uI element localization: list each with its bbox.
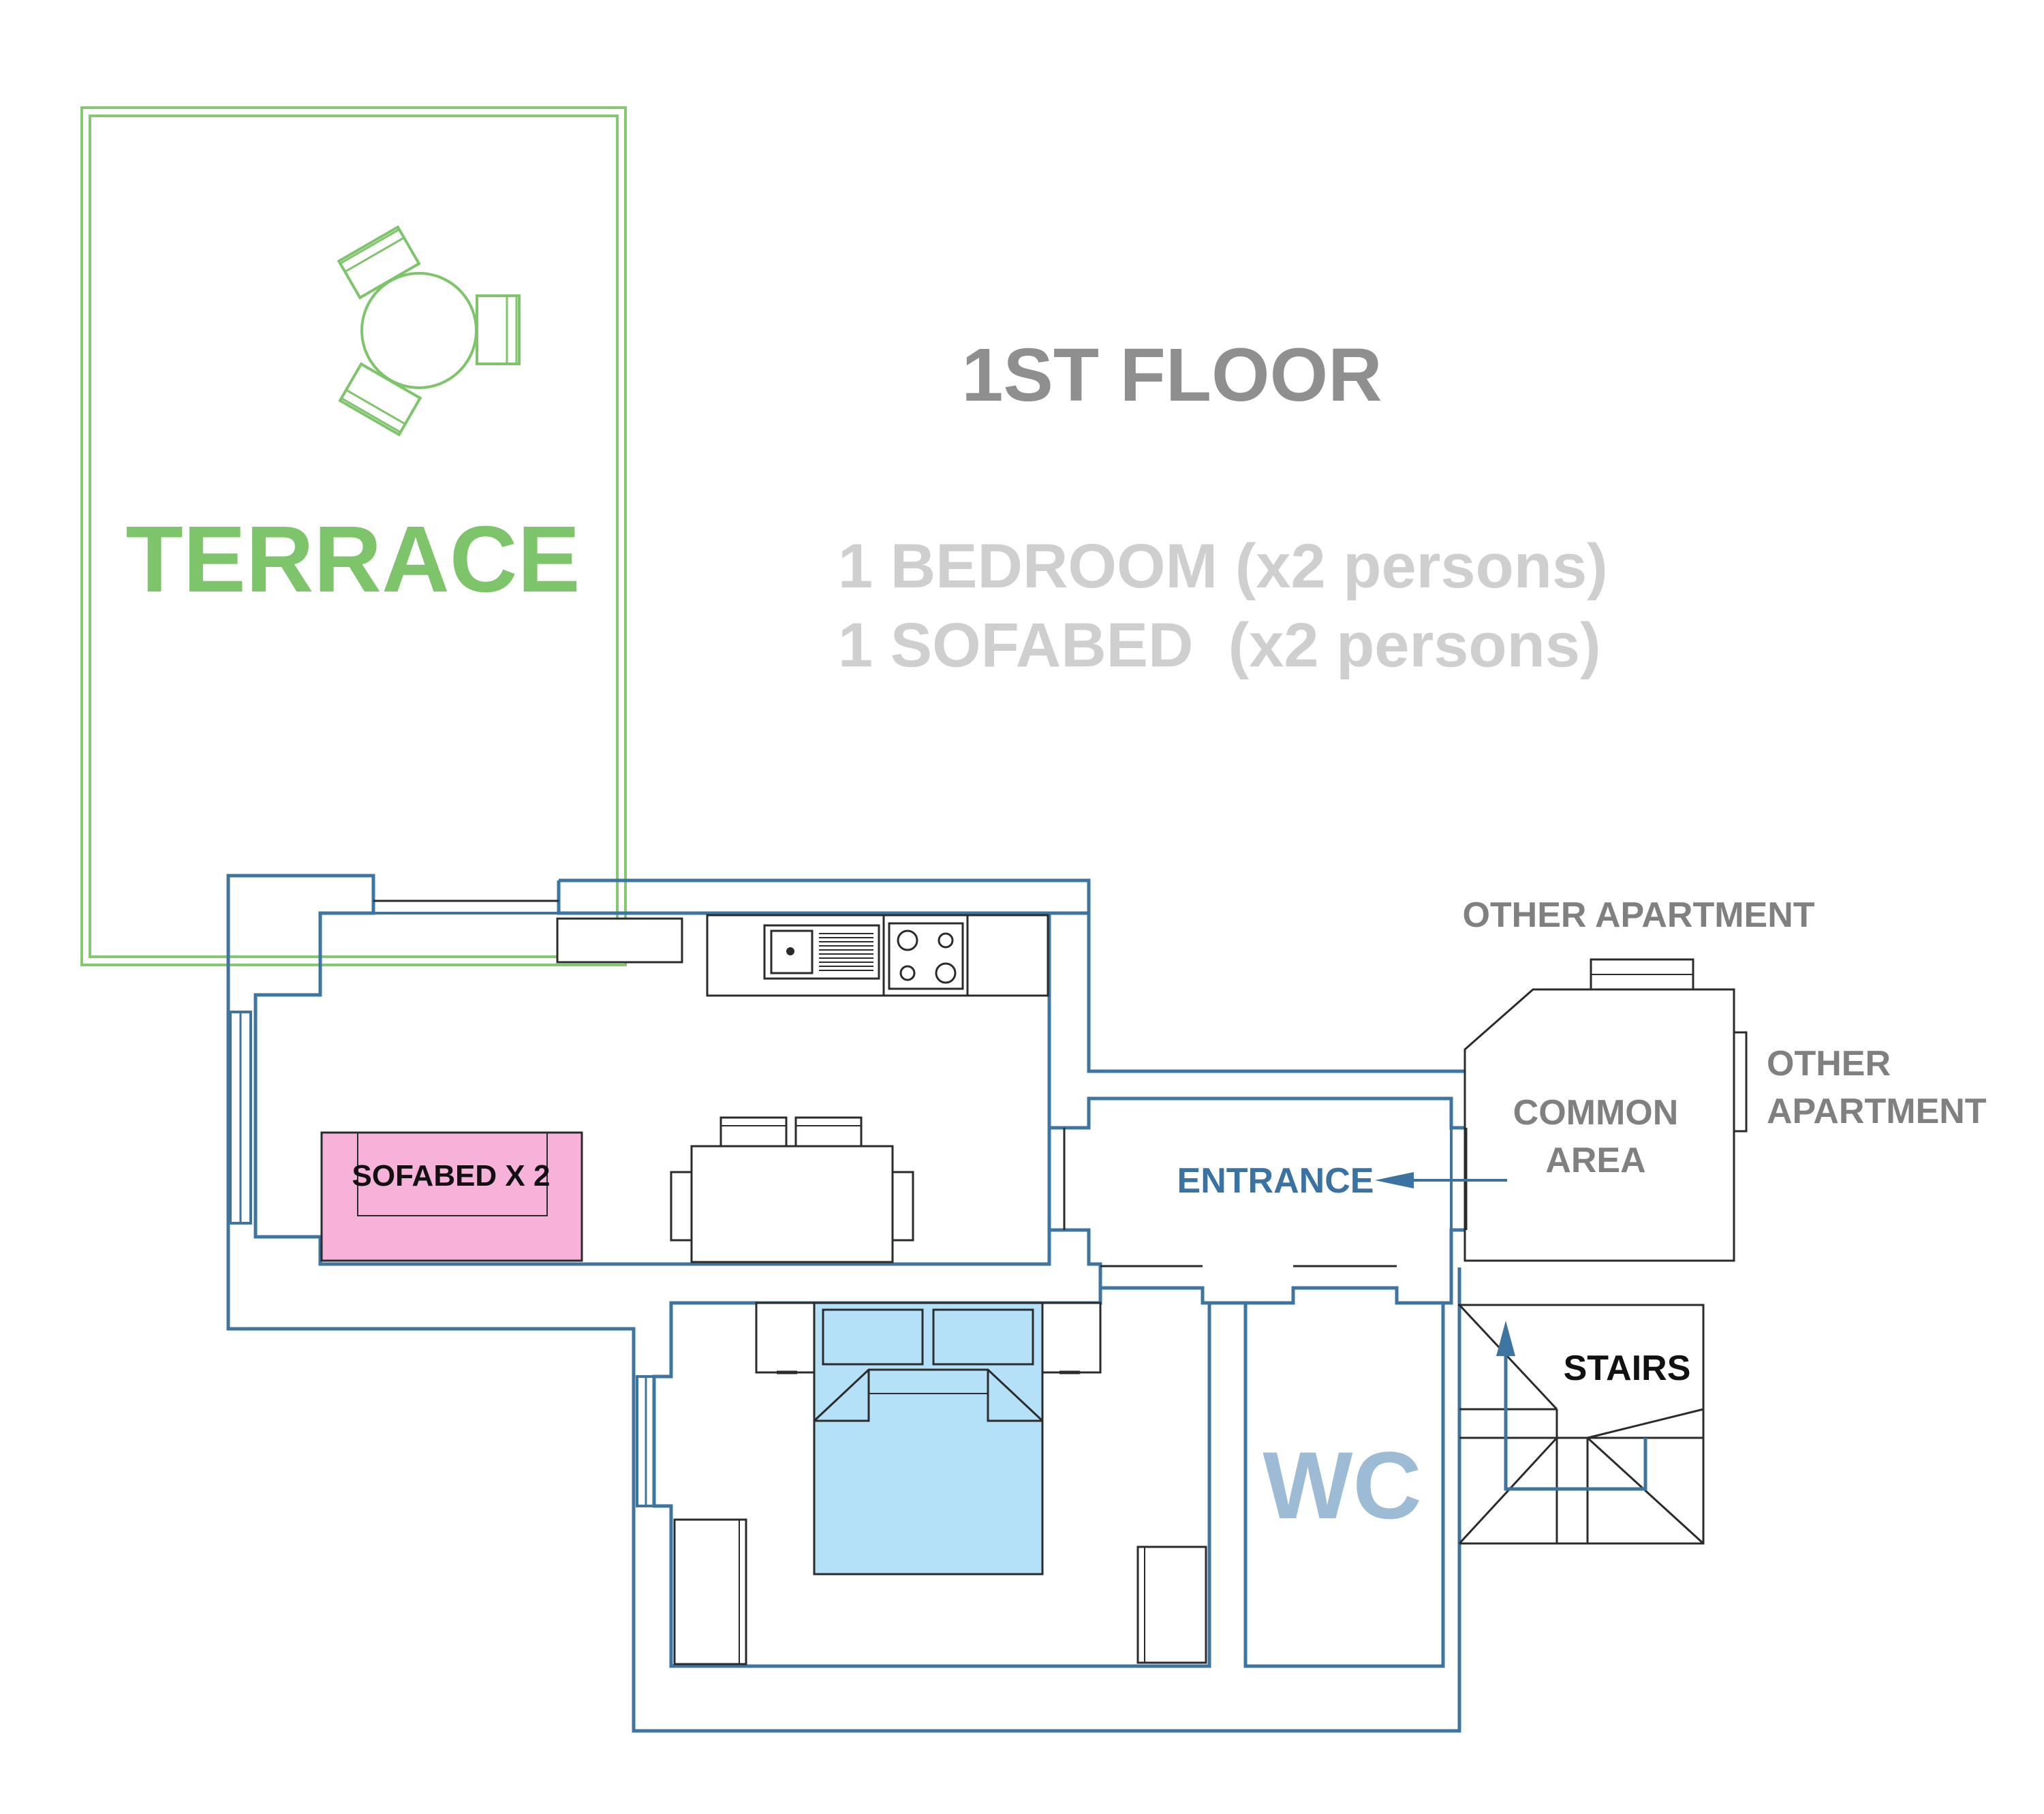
wc-label: WC xyxy=(1263,1432,1421,1539)
walls xyxy=(226,874,1468,1733)
terrace-label: TERRACE xyxy=(125,507,580,612)
entrance-arrow-icon xyxy=(1375,1172,1507,1188)
dining-table-icon xyxy=(670,1116,914,1263)
sofabed-label: SOFABED X 2 xyxy=(352,1159,551,1193)
common-area-label-2: AREA xyxy=(1545,1141,1645,1180)
double-bed-icon xyxy=(813,1302,1044,1575)
floor-title: 1ST FLOOR xyxy=(961,333,1382,417)
other-apartment-right-label-2: APARTMENT xyxy=(1767,1092,1987,1131)
terrace-area xyxy=(80,106,627,966)
sofabed xyxy=(320,1131,583,1262)
capacity-sofabed: 1 SOFABED (x2 persons) xyxy=(838,611,1601,680)
sink-icon xyxy=(763,924,880,980)
stove-icon xyxy=(888,922,964,990)
capacity-bedroom: 1 BEDROOM (x2 persons) xyxy=(838,532,1608,601)
stairs-icon xyxy=(1458,1304,1705,1545)
other-apartment-right-label-1: OTHER xyxy=(1767,1044,1891,1083)
entrance-label: ENTRANCE xyxy=(1177,1161,1374,1201)
kitchen xyxy=(556,914,1049,997)
common-area xyxy=(1464,958,1748,1262)
bedroom xyxy=(673,1302,1207,1665)
other-apartment-top-label: OTHER APARTMENT xyxy=(1462,895,1814,935)
stairs-label: STAIRS xyxy=(1564,1349,1691,1388)
terrace-table-icon xyxy=(337,225,521,437)
common-area-label-1: COMMON xyxy=(1513,1093,1679,1133)
stairs-arrow-icon xyxy=(1496,1321,1515,1356)
